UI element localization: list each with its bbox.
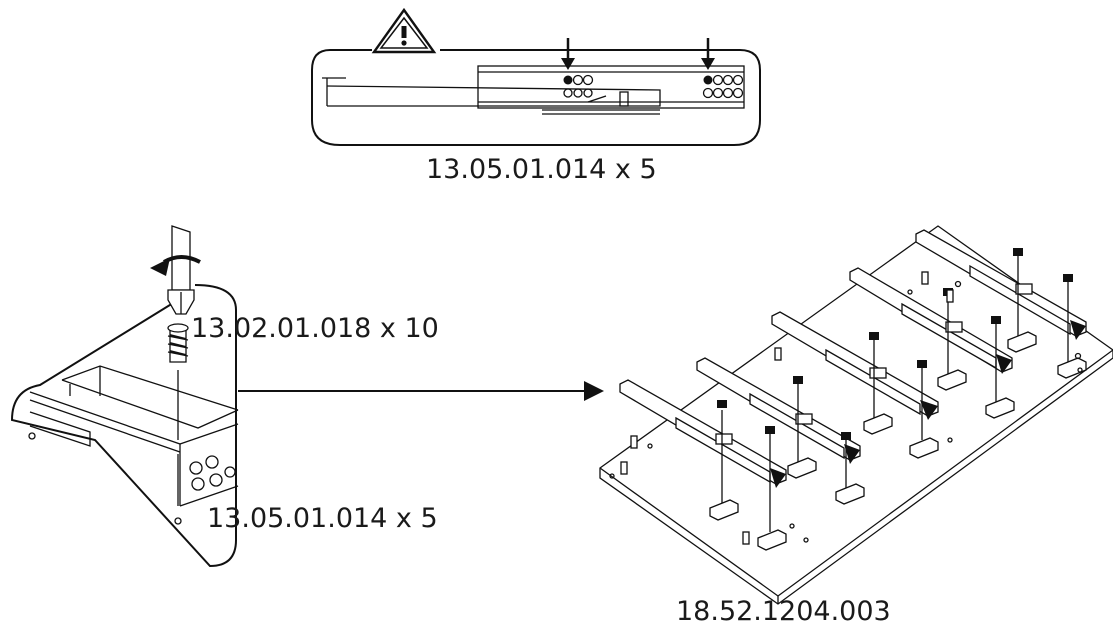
rotate-arrow-icon <box>150 255 201 276</box>
top-part-label: 13.05.01.014 x 5 <box>426 154 657 185</box>
slide-rail-detail <box>322 65 745 115</box>
slide-rail <box>619 379 787 488</box>
dowel-pins <box>620 271 954 545</box>
left-detail-callout <box>10 284 239 568</box>
panel-holes <box>609 280 1083 543</box>
slide-rail <box>849 267 1013 374</box>
slide-rail <box>696 357 861 464</box>
warning-triangle-icon <box>371 7 437 54</box>
slide-rail <box>771 311 939 420</box>
screw-insert-icon <box>167 323 189 363</box>
screw-part-label: 13.02.01.018 x 10 <box>191 313 439 344</box>
top-detail-callout <box>311 7 761 146</box>
down-arrow-icon <box>561 38 575 70</box>
down-arrow-icon <box>701 38 715 70</box>
bracket-set <box>709 331 1087 551</box>
rail-part-label: 13.05.01.014 x 5 <box>207 503 438 534</box>
assembled-panel <box>599 225 1113 605</box>
assembly-part-label: 18.52.1204.003 <box>676 596 891 627</box>
screwdriver-icon <box>167 225 195 315</box>
slide-rail <box>915 229 1087 340</box>
